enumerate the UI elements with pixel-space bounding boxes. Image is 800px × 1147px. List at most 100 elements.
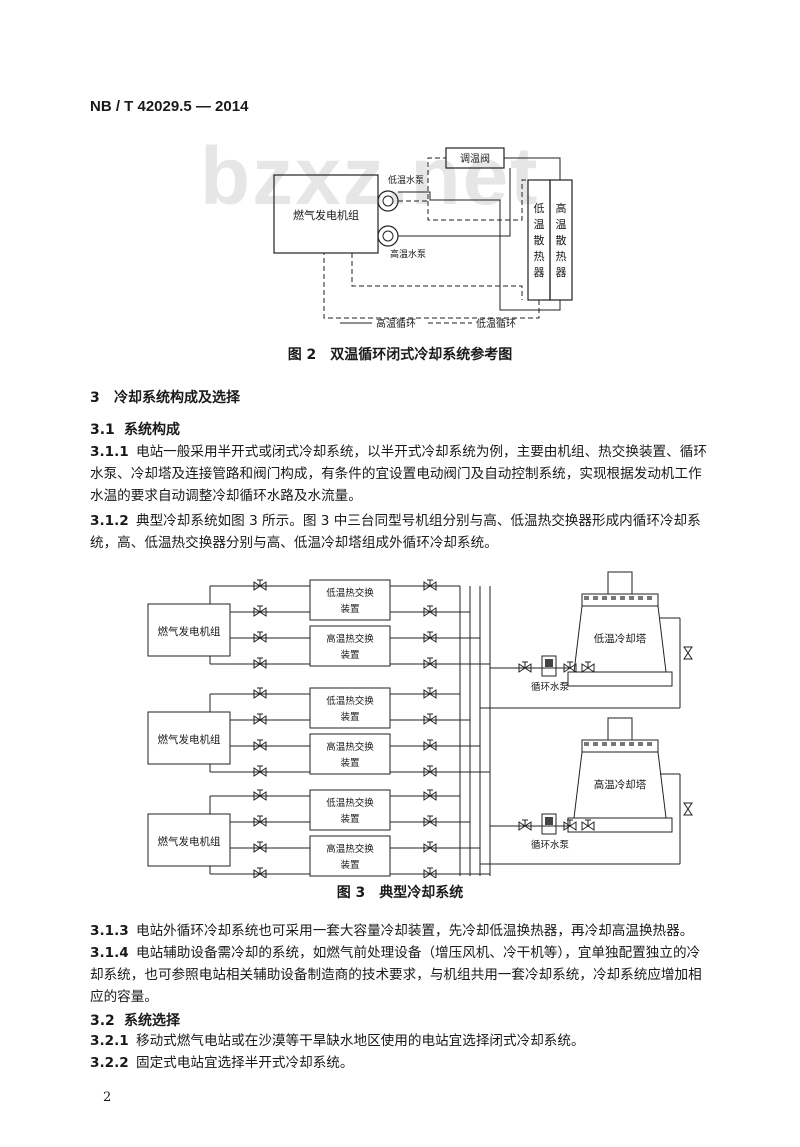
para-3-1-4-line-1: 电站辅助设备需冷却的系统，如燃气前处理设备（增压风机、冷干机等），宜单独配置独立… [136,945,701,961]
para-3-1-3-line-1: 电站外循环冷却系统也可采用一套大容量冷却装置，先冷却低温换热器，再冷却高温换热器… [136,923,694,939]
para-3-1-2-line-1: 典型冷却系统如图 3 所示。图 3 中三台同型号机组分别与高、低温热交换器形成内… [136,513,701,529]
para-3-1-2: 3.1.2 典型冷却系统如图 3 所示。图 3 中三台同型号机组分别与高、低温热交… [90,510,730,554]
pump-label: 循环水泵 [531,839,570,851]
hx-low-label: 装置 [340,813,359,825]
tower-fan-stack [581,739,659,753]
valve-icon [253,841,267,853]
standard-number: NB / T 42029.5 — 2014 [90,98,249,115]
section-3-2-number: 3.2 [90,1013,115,1029]
valve-icon [423,739,437,751]
valve-icon [423,605,437,617]
valve-icon [253,631,267,643]
valve-icon [563,819,577,831]
hx-high-label: 高温热交换 [326,741,374,753]
genset-box [147,813,231,867]
genset-label: 燃气发电机组 [293,208,359,222]
valve-icon [423,687,437,699]
valve-icon [253,687,267,699]
pump-icon [541,813,557,835]
low-radiator-char: 热 [534,250,545,263]
section-3-number: 3 [90,390,100,406]
para-3-2-1-number: 3.2.1 [90,1033,129,1049]
valve-icon [423,713,437,725]
page-number: 2 [103,1090,112,1105]
valve-icon [423,789,437,801]
low-radiator-char: 散 [534,233,545,247]
hx-high-label: 装置 [340,757,359,769]
heat-exchanger-box [309,835,391,877]
legend-low-label: 低温循环 [476,317,516,330]
valve-icon [423,631,437,643]
valve-icon [253,789,267,801]
para-3-2-2-line-1: 固定式电站宜选择半开式冷却系统。 [136,1055,354,1071]
low-temp-pump-icon [377,190,399,212]
figure-3-caption: 图 3 典型冷却系统 [336,885,464,901]
high-radiator-char: 温 [556,218,567,231]
para-3-1-1-line-2: 水泵、冷却塔及连接管路和阀门构成，有条件的宜设置电动阀门及自动控制系统，实现根据… [90,466,702,482]
para-3-1-4-line-3: 应的容量。 [90,989,158,1005]
para-3-1-1-line-1: 电站一般采用半开式或闭式冷却系统，以半开式冷却系统为例，主要由机组、热交换装置、… [136,444,707,460]
valve-icon [253,713,267,725]
high-radiator-char: 热 [556,250,567,263]
pump-icon [541,655,557,677]
valve-icon [423,815,437,827]
valve-icon [253,815,267,827]
valve-label: 调温阀 [460,152,490,165]
tower-label: 高温冷却塔 [594,778,647,791]
genset-box [147,603,231,657]
low-radiator-char: 低 [534,202,545,215]
valve-icon [253,657,267,669]
valve-icon [423,579,437,591]
pump-high-label: 高温水泵 [390,248,426,260]
hx-low-label: 低温热交换 [326,695,374,707]
hx-low-label: 装置 [340,603,359,615]
hx-low-label: 装置 [340,711,359,723]
valve-icon [581,819,595,831]
para-3-2-1-line-1: 移动式燃气电站或在沙漠等干旱缺水地区使用的电站宜选择闭式冷却系统。 [136,1033,585,1049]
genset-box [273,174,379,254]
valve-icon [253,579,267,591]
heat-exchanger-box [309,625,391,667]
tower-fan-stack [581,593,659,607]
para-3-1-3-number: 3.1.3 [90,923,129,939]
genset-label: 燃气发电机组 [158,733,221,746]
para-3-1-2-number: 3.1.2 [90,513,129,529]
section-3-1-number: 3.1 [90,422,115,438]
para-3-1-1-line-3: 水温的要求自动调整冷却循环水路及水流量。 [90,488,362,504]
para-3-1-1: 3.1.1 电站一般采用半开式或闭式冷却系统，以半开式冷却系统为例，主要由机组、热… [90,441,730,507]
hx-high-label: 高温热交换 [326,633,374,645]
para-3-2-1: 3.2.1 移动式燃气电站或在沙漠等干旱缺水地区使用的电站宜选择闭式冷却系统。 [90,1030,750,1052]
legend-high-label: 高温循环 [376,317,416,330]
section-3-title: 冷却系统构成及选择 [114,390,240,406]
valve-icon [423,657,437,669]
low-radiator-char: 温 [534,218,545,231]
genset-box [147,711,231,765]
tower-basin [567,671,673,687]
para-3-1-1-number: 3.1.1 [90,444,129,460]
para-3-1-3: 3.1.3 电站外循环冷却系统也可采用一套大容量冷却装置，先冷却低温换热器，再冷却… [90,920,750,942]
pump-label: 循环水泵 [531,681,570,693]
para-3-1-4-line-2: 却系统，也可参照电站相关辅助设备制造商的技术要求，与机组共用一套冷却系统，冷却系… [90,967,702,983]
high-radiator-char: 器 [556,266,567,279]
para-3-1-2-line-2: 统，高、低温热交换器分别与高、低温冷却塔组成外循环冷却系统。 [90,535,498,551]
genset-label: 燃气发电机组 [158,625,221,638]
valve-icon [581,661,595,673]
low-radiator-char: 器 [534,266,545,279]
tower-fan-motor [607,717,633,741]
hx-high-label: 装置 [340,859,359,871]
genset-label: 燃气发电机组 [158,835,221,848]
valve-icon [253,605,267,617]
hx-high-label: 装置 [340,649,359,661]
valve-icon [253,765,267,777]
valve-icon [518,819,532,831]
heat-exchanger-box [309,579,391,621]
valve-icon [423,867,437,879]
tower-basin [567,817,673,833]
figure-2-caption: 图 2 双温循环闭式冷却系统参考图 [287,347,513,363]
figure-3: 燃气发电机组低温热交换装置高温热交换装置燃气发电机组低温热交换装置高温热交换装置… [140,568,700,879]
figure-2: 燃气发电机组 低温水泵 高温水泵 调温阀 低温散热器 高温散热器 [260,140,580,340]
hx-high-label: 高温热交换 [326,843,374,855]
section-3-heading: 3 冷却系统构成及选择 [90,387,240,407]
